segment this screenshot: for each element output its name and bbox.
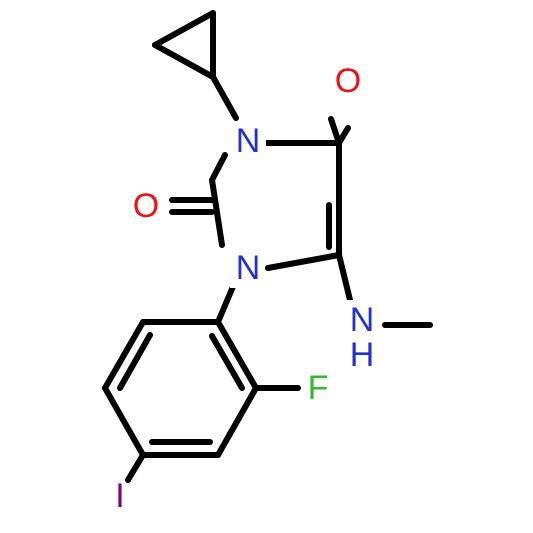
atom-o2: O [133, 187, 159, 225]
bond [215, 319, 259, 391]
atom-nh-h: H [350, 336, 375, 374]
bond [265, 252, 342, 271]
atom-o4: O [335, 62, 361, 100]
methylamino-group [336, 252, 433, 328]
atom-n3: N [236, 122, 261, 160]
atom-nh-n: N [350, 301, 375, 339]
bond [117, 332, 153, 391]
bond [152, 10, 216, 48]
carbonyl-c4 [328, 116, 342, 146]
bond [102, 319, 146, 391]
bond [215, 385, 259, 458]
bond [152, 42, 216, 80]
bond [209, 152, 228, 183]
atom-f: F [308, 369, 329, 407]
atom-n1: N [236, 249, 261, 287]
bond [210, 74, 239, 121]
bond [209, 333, 245, 391]
bond [328, 116, 342, 146]
cyclopropyl-group [152, 10, 239, 121]
atom-i: I [115, 477, 124, 515]
atom-labels: N N O O N H F I [115, 62, 381, 515]
bond [125, 452, 146, 483]
bond [102, 385, 146, 458]
bond [209, 177, 225, 248]
phenyl-ring [102, 267, 301, 483]
bond [336, 252, 353, 303]
